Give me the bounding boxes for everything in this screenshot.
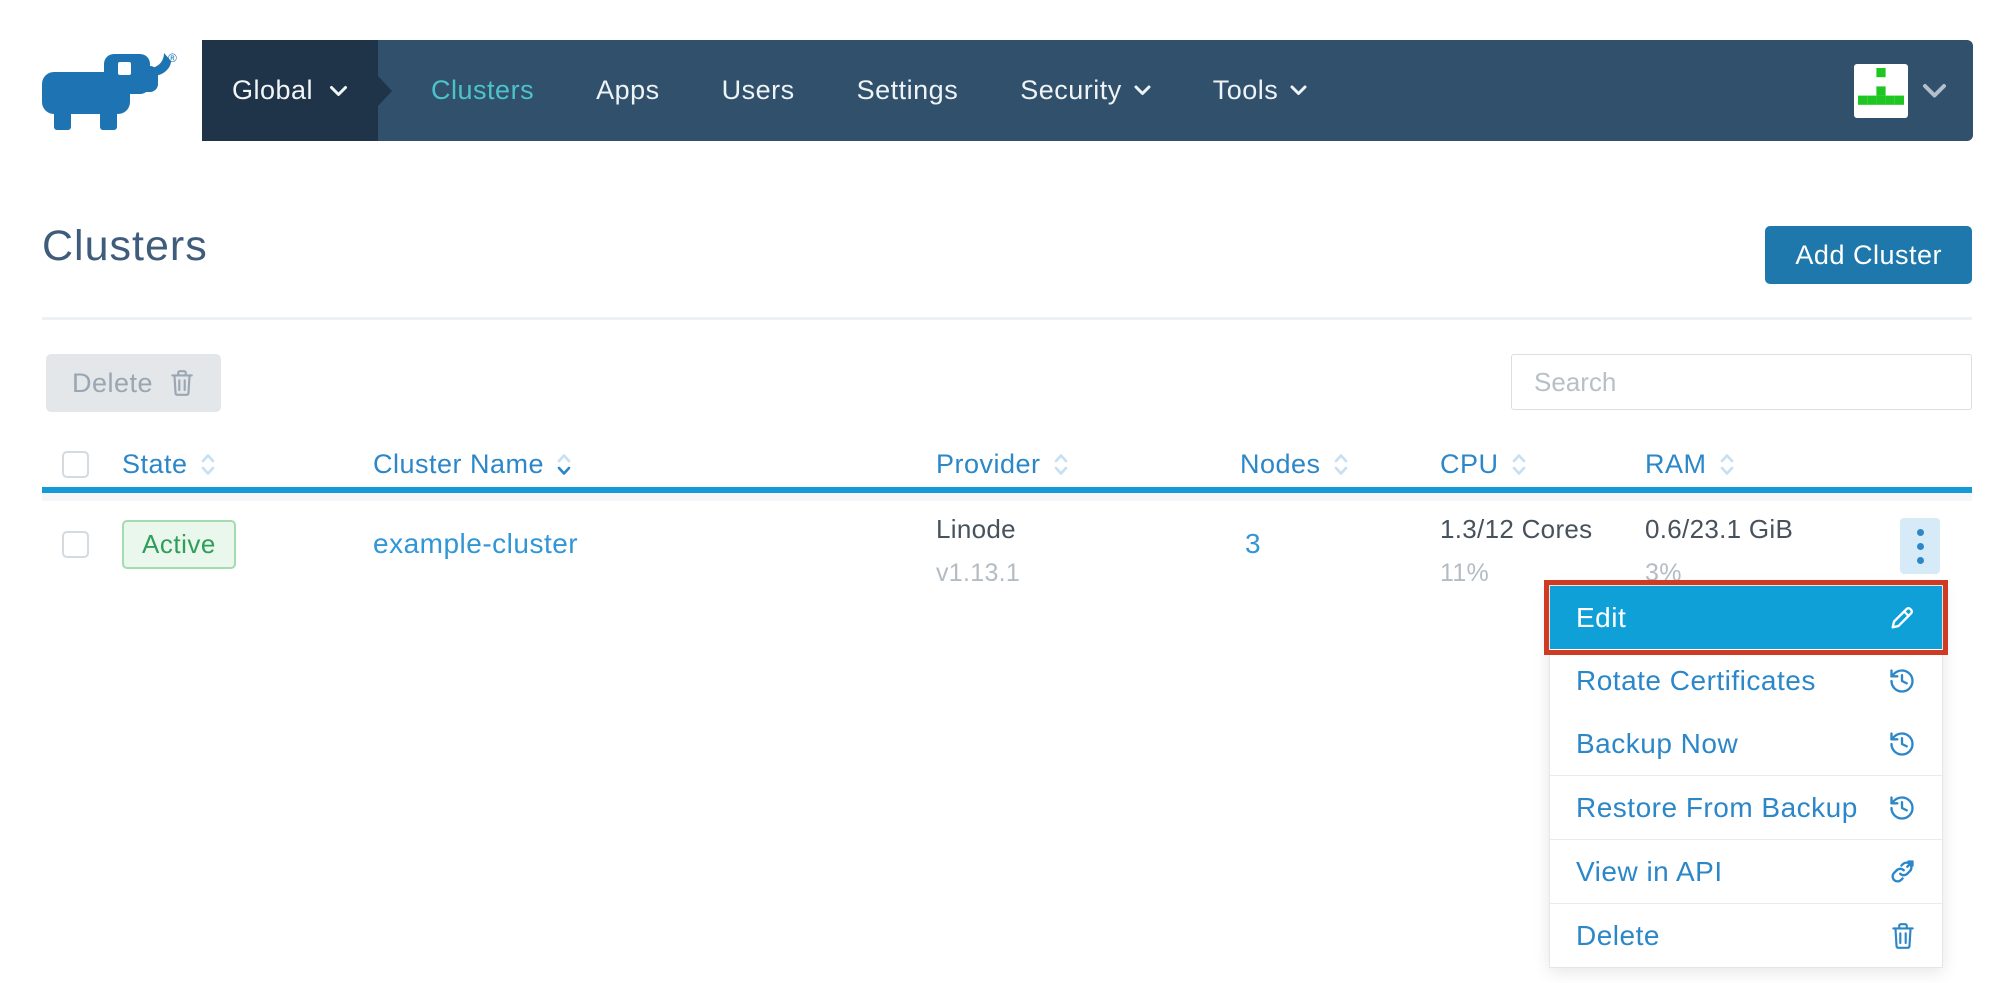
nav-items: Clusters Apps Users Settings Security To…: [400, 40, 1338, 141]
column-header-cpu[interactable]: CPU: [1440, 441, 1527, 487]
row-actions-kebab-button[interactable]: [1900, 518, 1940, 574]
user-avatar[interactable]: [1854, 63, 1908, 118]
identicon: [1858, 67, 1904, 114]
provider-name: Linode: [936, 514, 1016, 544]
column-header-cluster-name[interactable]: Cluster Name: [373, 441, 572, 487]
menu-item-delete[interactable]: Delete: [1550, 904, 1942, 967]
row-actions-menu: Edit Rotate Certificates Backup Now Rest…: [1544, 580, 1948, 968]
table-header-rule: [42, 487, 1972, 493]
cpu-percent: 11%: [1440, 559, 1490, 587]
nav-item-apps[interactable]: Apps: [596, 75, 660, 105]
status-badge: Active: [122, 519, 236, 569]
history-icon: [1890, 731, 1914, 756]
cluster-name-link[interactable]: example-cluster: [373, 528, 579, 559]
nav-item-users[interactable]: Users: [721, 75, 795, 105]
menu-item-rotate-certificates[interactable]: Rotate Certificates: [1550, 649, 1942, 712]
menu-divider: [1550, 839, 1942, 840]
nav-item-settings[interactable]: Settings: [856, 75, 959, 105]
provider-version: v1.13.1: [936, 559, 1021, 587]
nav-item-tools[interactable]: Tools: [1182, 40, 1339, 141]
menu-item-edit[interactable]: Edit: [1544, 580, 1948, 655]
sort-icon: [1054, 453, 1067, 475]
sort-icon: [201, 453, 214, 475]
nodes-count-link[interactable]: 3: [1245, 528, 1261, 559]
menu-item-view-in-api[interactable]: View in API: [1550, 840, 1942, 903]
table-row: Active example-cluster Linode v1.13.1 3 …: [0, 502, 2000, 588]
sort-icon: [1720, 453, 1733, 475]
chevron-down-icon: [1134, 85, 1151, 95]
provider-cell: Linode v1.13.1: [936, 502, 1020, 588]
svg-text:®: ®: [168, 51, 177, 65]
menu-divider: [1550, 903, 1942, 904]
nav-item-security[interactable]: Security: [989, 40, 1182, 141]
menu-item-backup-now[interactable]: Backup Now: [1550, 712, 1942, 775]
select-all-checkbox[interactable]: [62, 450, 89, 478]
chevron-down-icon: [330, 85, 348, 96]
trash-icon: [1892, 922, 1914, 949]
ram-usage: 0.6/23.1 GiB: [1645, 514, 1794, 544]
external-link-icon: [1891, 859, 1914, 883]
menu-item-restore-from-backup[interactable]: Restore From Backup: [1550, 776, 1942, 839]
cpu-usage: 1.3/12 Cores: [1440, 514, 1593, 544]
column-header-ram[interactable]: RAM: [1645, 441, 1735, 487]
rancher-logo: ®: [42, 51, 177, 130]
page-title: Clusters: [42, 222, 208, 270]
column-header-provider[interactable]: Provider: [936, 441, 1069, 487]
column-header-state[interactable]: State: [122, 441, 216, 487]
header-divider: [42, 317, 1972, 320]
user-menu-chevron-icon[interactable]: [1922, 83, 1947, 99]
sort-icon-descending: [557, 453, 571, 475]
pencil-icon: [1891, 606, 1913, 628]
trash-icon: [171, 370, 193, 396]
search-input[interactable]: [1511, 354, 1972, 410]
row-checkbox[interactable]: [62, 530, 89, 558]
add-cluster-button[interactable]: Add Cluster: [1765, 226, 1972, 284]
ram-percent: 3%: [1645, 559, 1682, 587]
history-icon: [1890, 795, 1914, 820]
bulk-delete-button[interactable]: Delete: [46, 354, 222, 412]
environment-label: Global: [232, 75, 314, 105]
cpu-cell: 1.3/12 Cores 11%: [1440, 502, 1592, 588]
history-icon: [1890, 668, 1914, 693]
chevron-down-icon: [1290, 85, 1307, 95]
ram-cell: 0.6/23.1 GiB 3%: [1645, 502, 1793, 588]
breadcrumb-arrow: [378, 75, 393, 106]
top-navbar: Global Clusters Apps Users Settings Secu…: [202, 40, 1973, 141]
column-header-nodes[interactable]: Nodes: [1240, 441, 1349, 487]
environment-dropdown[interactable]: Global: [202, 40, 393, 141]
nav-item-clusters[interactable]: Clusters: [431, 75, 535, 105]
table-header: State Cluster Name Provider Nodes CPU RA…: [0, 441, 2000, 487]
row-top-strip: [42, 493, 1972, 501]
menu-divider: [1550, 775, 1942, 776]
sort-icon: [1512, 453, 1525, 475]
user-menu[interactable]: [1854, 40, 1973, 141]
sort-icon: [1334, 453, 1347, 475]
